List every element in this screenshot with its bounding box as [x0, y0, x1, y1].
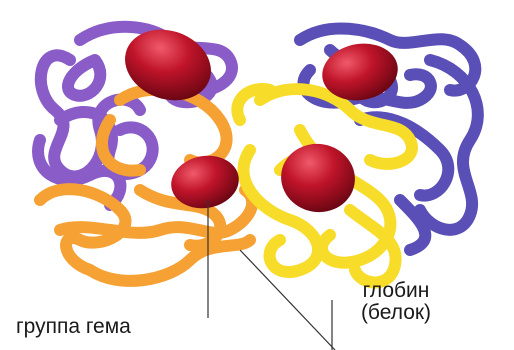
leader-lines: [208, 200, 335, 350]
globin-label-line2: (белок): [336, 302, 456, 324]
heme-group-label: группа гема: [16, 316, 131, 338]
globin-label: глобин (белок): [336, 280, 456, 324]
leader-line-globin-left: [240, 250, 335, 350]
globin-label-line1: глобин: [336, 280, 456, 302]
